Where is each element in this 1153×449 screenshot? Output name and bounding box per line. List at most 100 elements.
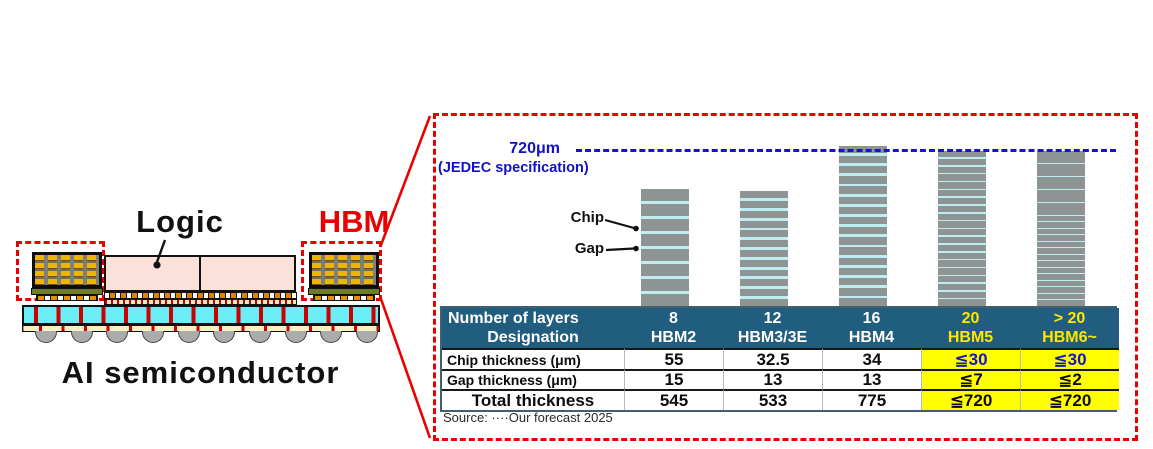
gap-layer (1037, 286, 1085, 288)
solder-ball (106, 331, 129, 343)
solder-ball (70, 331, 93, 343)
gap-layer (938, 297, 986, 300)
pcb-layer (22, 325, 380, 332)
designation: HBM2 (650, 329, 697, 346)
hbm-label: HBM (318, 204, 390, 239)
chip-layer (1037, 151, 1085, 157)
chip-layer (839, 155, 887, 164)
chip-layer (740, 240, 788, 248)
chip-layer (1037, 202, 1085, 209)
stack-bar-HBM6~ (1037, 151, 1085, 306)
gap-layer (740, 276, 788, 280)
gap-callout-label: Gap (574, 240, 604, 257)
gap-layer (938, 251, 986, 253)
gap-layer (740, 256, 788, 260)
chip-layer (839, 278, 887, 286)
chip-layer (938, 260, 986, 267)
chip-layer (839, 196, 887, 204)
gap-layer (740, 217, 788, 221)
jedec-reference-label: 720μm (509, 140, 560, 157)
value-cell: 15 (624, 369, 723, 389)
value-cell: 775 (822, 389, 921, 410)
gap-layer (1037, 156, 1085, 158)
gap-layer (1037, 299, 1085, 301)
gap-layer (1037, 253, 1085, 255)
chip-layer (839, 216, 887, 225)
gap-layer (938, 180, 986, 183)
gap-layer (938, 165, 986, 167)
gap-layer (641, 260, 689, 264)
value-cell: 34 (822, 348, 921, 369)
designation: HBM5 (947, 329, 994, 346)
gap-layer (938, 172, 986, 175)
gap-layer (839, 173, 887, 177)
layer-count: > 20 (1053, 310, 1086, 327)
gap-layer (839, 203, 887, 207)
gap-layer (1037, 247, 1085, 249)
jedec-reference-sublabel: (JEDEC specification) (438, 160, 589, 176)
gap-layer (1037, 208, 1085, 210)
interposer-layer (104, 299, 297, 305)
logic-label: Logic (136, 204, 224, 239)
chip-layer (641, 188, 689, 201)
chip-layer (839, 227, 887, 235)
layer-count: 8 (669, 310, 678, 327)
gap-layer (1037, 240, 1085, 242)
chip-layer (938, 283, 986, 291)
chip-layer (740, 191, 788, 199)
gap-layer (839, 295, 887, 299)
gap-layer (938, 157, 986, 159)
gap-layer (740, 296, 788, 299)
chip-layer (641, 278, 689, 291)
value-cell: 545 (624, 389, 723, 410)
chip-layer (1037, 215, 1085, 222)
chip-layer (1037, 267, 1085, 274)
value-cell: ≦30 (1020, 348, 1119, 369)
gap-layer (1037, 214, 1085, 216)
chip-layer (938, 158, 986, 166)
chip-layer (938, 205, 986, 213)
solder-ball (249, 331, 271, 343)
chip-layer (740, 279, 788, 287)
value-cell: ≦720 (1020, 389, 1119, 410)
solder-ball (177, 331, 200, 343)
zoom-connector-bottom (379, 298, 432, 439)
layer-count: 20 (961, 310, 980, 327)
gap-layer (938, 243, 986, 245)
gap-layer (938, 196, 986, 198)
chip-layer (938, 213, 986, 220)
gap-layer (1037, 227, 1085, 229)
row-label: Chip thickness (μm) (442, 348, 624, 369)
value-cell: ≦2 (1020, 369, 1119, 389)
gap-layer (839, 254, 887, 258)
chip-layer (1037, 209, 1085, 215)
chip-layer (938, 197, 986, 205)
chip-layer (1037, 170, 1085, 177)
gap-layer (641, 230, 689, 234)
gap-layer (839, 152, 887, 156)
gap-layer (839, 163, 887, 166)
chip-layer (1037, 222, 1085, 228)
hbm-module-right (308, 252, 380, 301)
chip-layer (1037, 280, 1085, 287)
chip-layer (938, 299, 986, 306)
gap-layer (938, 266, 986, 269)
gap-layer (1037, 182, 1085, 184)
gap-layer (740, 237, 788, 241)
chip-layer (938, 221, 986, 228)
gap-layer (839, 224, 887, 228)
chip-layer (641, 294, 689, 306)
value-cell: ≦7 (921, 369, 1020, 389)
solder-ball (213, 331, 236, 343)
solder-ball (35, 331, 57, 343)
chip-layer (1037, 189, 1085, 196)
gap-layer (740, 266, 788, 270)
gap-layer (641, 245, 689, 249)
logic-die-right (199, 255, 296, 292)
chip-layer (740, 289, 788, 297)
chip-layer (740, 210, 788, 218)
